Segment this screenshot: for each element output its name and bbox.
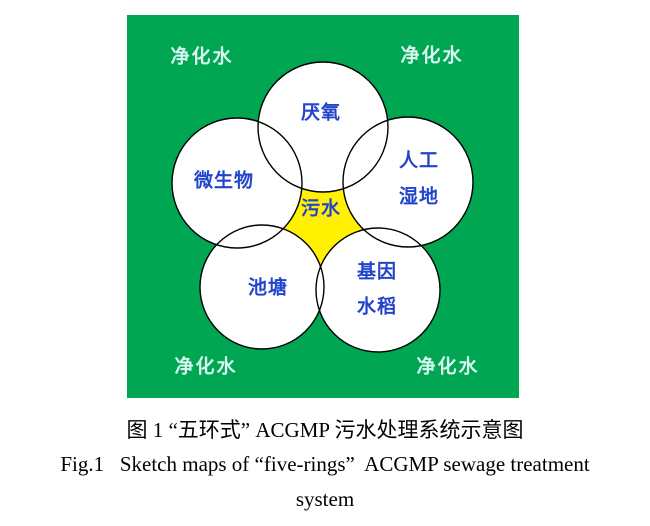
corner-label-top-left: 净化水: [170, 46, 234, 68]
circle-anaerobic-outline: [257, 61, 389, 193]
label-gene-rice-line1: 基因: [356, 261, 398, 283]
caption-english-line1: Fig.1 Sketch maps of “five-rings” ACGMP …: [60, 452, 590, 476]
label-gene-rice-line2: 水稻: [356, 296, 398, 318]
circle-pond-fill: [200, 225, 324, 349]
caption-chinese: 图 1 “五环式” ACGMP 污水处理系统示意图: [126, 418, 524, 442]
label-wetland-line1: 人工: [398, 150, 440, 172]
label-wetland-line2: 湿地: [398, 186, 440, 208]
circle-wetland-outline: [342, 116, 474, 248]
circle-gene-rice-outline: [315, 227, 441, 353]
circle-outlines: [171, 61, 474, 353]
label-pond: 池塘: [247, 277, 289, 299]
label-anaerobic: 厌氧: [300, 102, 342, 124]
circle-gene-rice-fill: [316, 228, 440, 352]
circle-wetland-fill: [343, 117, 473, 247]
corner-label-bottom-left: 净化水: [174, 356, 238, 378]
label-sewage-center: 污水: [300, 198, 342, 220]
circle-microbe-fill: [172, 118, 302, 248]
corner-label-top-right: 净化水: [400, 45, 464, 67]
circle-fills: [172, 62, 473, 352]
label-microbe: 微生物: [193, 170, 255, 192]
circle-pond-outline: [199, 224, 325, 350]
caption-english-line2: system: [295, 487, 355, 511]
circle-microbe-outline: [171, 117, 303, 249]
corner-label-bottom-right: 净化水: [416, 356, 480, 378]
